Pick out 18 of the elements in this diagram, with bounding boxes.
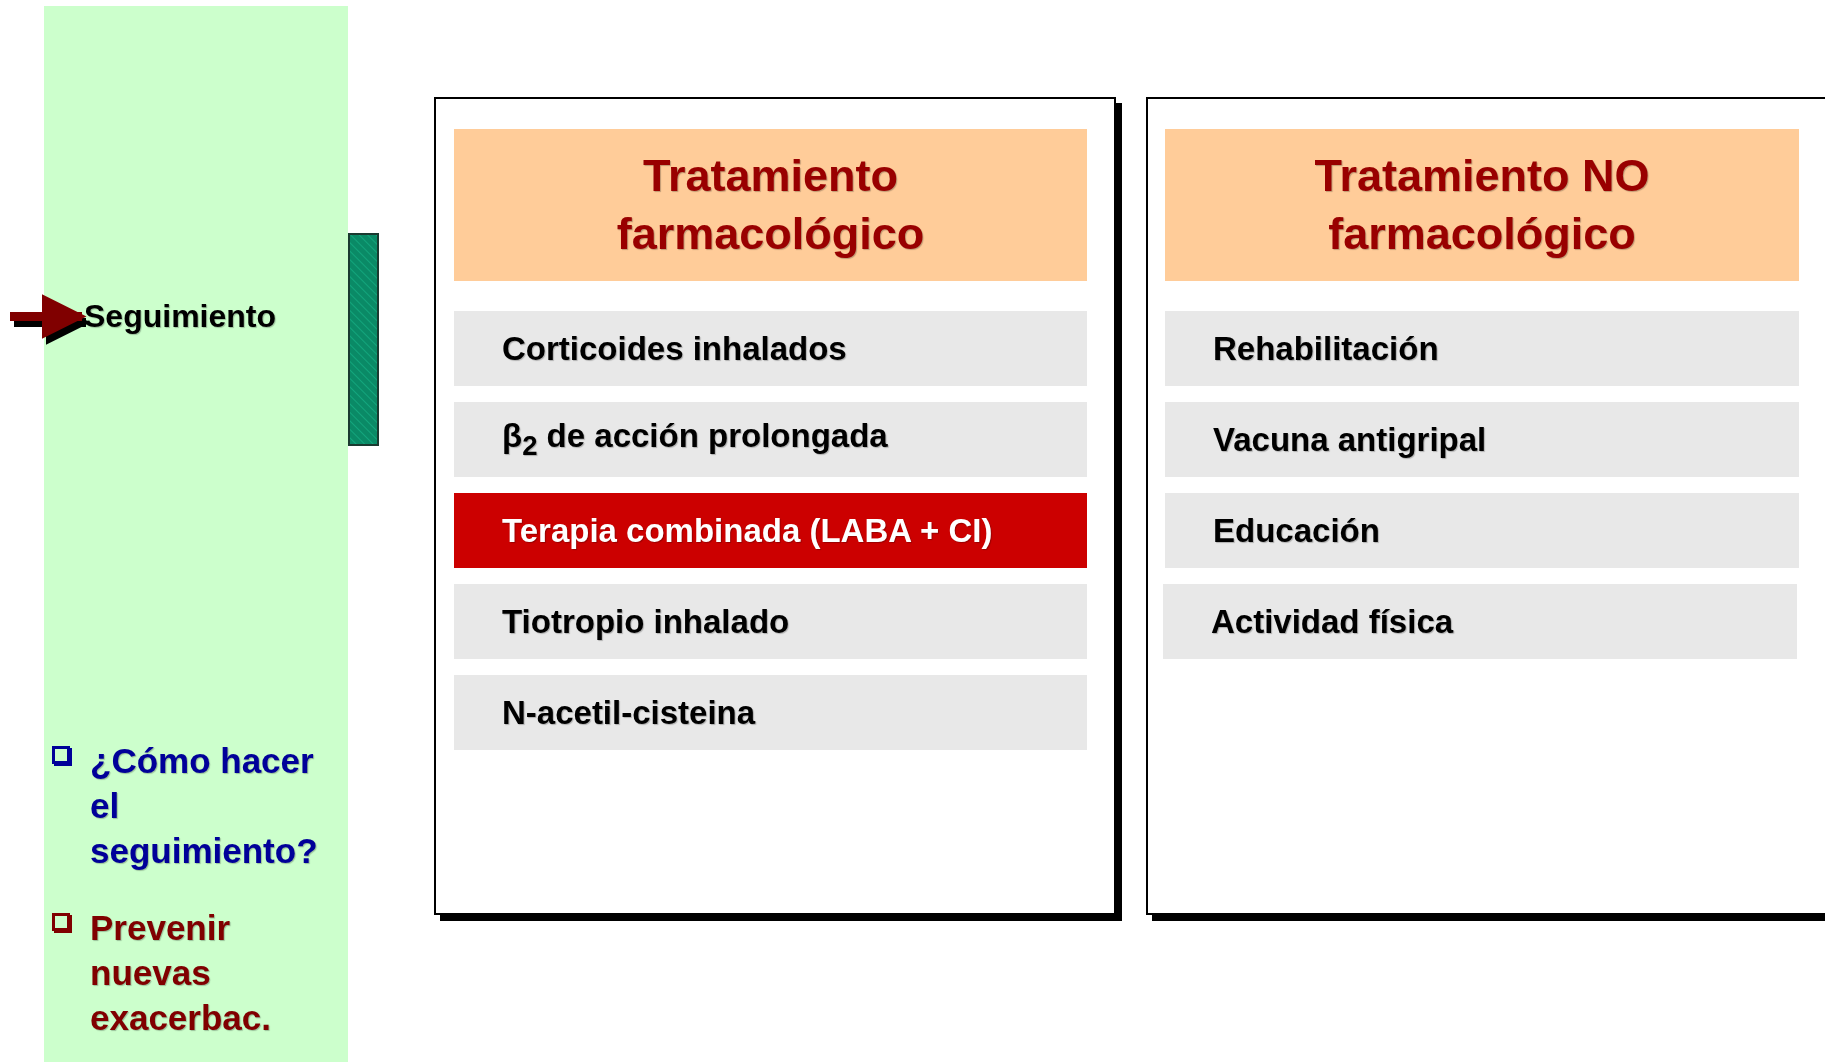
item-text: Educación (1213, 511, 1380, 550)
heading-label: Seguimiento (84, 298, 276, 335)
item-text: Terapia combinada (LABA + CI) (502, 511, 993, 550)
side-panel (44, 6, 348, 1062)
header-box (454, 129, 1087, 281)
item-text: Tiotropio inhalado (502, 602, 790, 641)
header-text: Tratamiento farmacológico (615, 149, 926, 261)
bullet-text: ¿Cómo hacer el seguimiento? (90, 740, 319, 872)
item-text: Rehabilitación (1213, 329, 1439, 368)
item-text: Vacuna antigripal (1213, 420, 1487, 459)
bullet-text: Prevenir nuevas exacerbac. (90, 907, 272, 1039)
header-text: Tratamiento NO farmacológico (1313, 149, 1651, 261)
item-text: β$_{2}$ de acción prolongada (502, 417, 888, 462)
item-text: N-acetil-cisteina (502, 693, 756, 732)
item-text: Corticoides inhalados (502, 329, 847, 368)
highlighted-item-box (454, 493, 1087, 568)
item-text: Actividad física (1211, 602, 1454, 641)
header-box (1165, 129, 1799, 281)
